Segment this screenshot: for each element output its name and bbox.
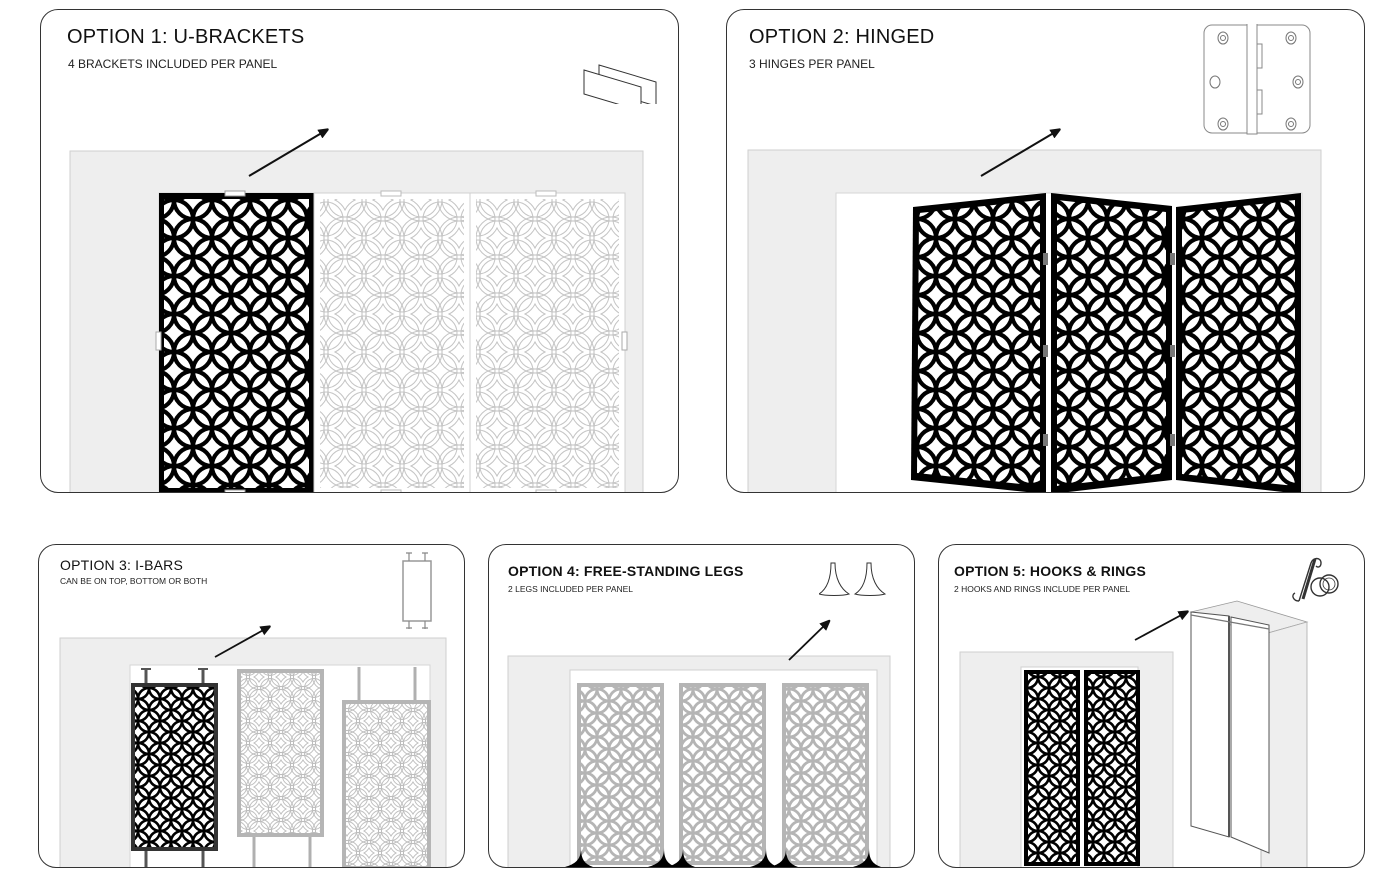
option-card-u-brackets: OPTION 1: U-BRACKETS 4 BRACKETS INCLUDED… [40, 9, 679, 493]
free-standing-legs-illustration [507, 545, 891, 867]
hooks-rings-illustration [959, 600, 1309, 867]
option-card-hinged: OPTION 2: HINGED 3 HINGES PER PANEL [726, 9, 1365, 493]
option-title: OPTION 3: I-BARS [60, 557, 183, 573]
hinge-icon [1203, 24, 1311, 135]
option-title: OPTION 5: HOOKS & RINGS [954, 563, 1147, 579]
legs-icon [819, 562, 887, 596]
hooks-rings-icon [1292, 557, 1339, 602]
hinged-illustration [747, 10, 1322, 492]
u-brackets-illustration [69, 10, 644, 492]
option-card-free-standing-legs: OPTION 4: FREE-STANDING LEGS 2 LEGS INCL… [488, 544, 915, 868]
u-bracket-icon [583, 64, 657, 104]
option-subtitle: CAN BE ON TOP, BOTTOM OR BOTH [60, 576, 208, 586]
option-subtitle: 2 LEGS INCLUDED PER PANEL [508, 584, 634, 594]
leg-feet [565, 848, 881, 867]
option-subtitle: 2 HOOKS AND RINGS INCLUDE PER PANEL [954, 584, 1131, 594]
option-title: OPTION 2: HINGED [749, 26, 935, 48]
option-card-hooks-rings: OPTION 5: HOOKS & RINGS 2 HOOKS AND RING… [938, 544, 1365, 868]
option-subtitle: 3 HINGES PER PANEL [749, 57, 875, 71]
option-subtitle: 4 BRACKETS INCLUDED PER PANEL [68, 57, 278, 71]
i-bars-illustration [59, 545, 447, 867]
option-card-i-bars: OPTION 3: I-BARS CAN BE ON TOP, BOTTOM O… [38, 544, 465, 868]
option-title: OPTION 1: U-BRACKETS [67, 26, 305, 48]
option-title: OPTION 4: FREE-STANDING LEGS [508, 563, 744, 579]
i-bar-icon [402, 552, 432, 629]
